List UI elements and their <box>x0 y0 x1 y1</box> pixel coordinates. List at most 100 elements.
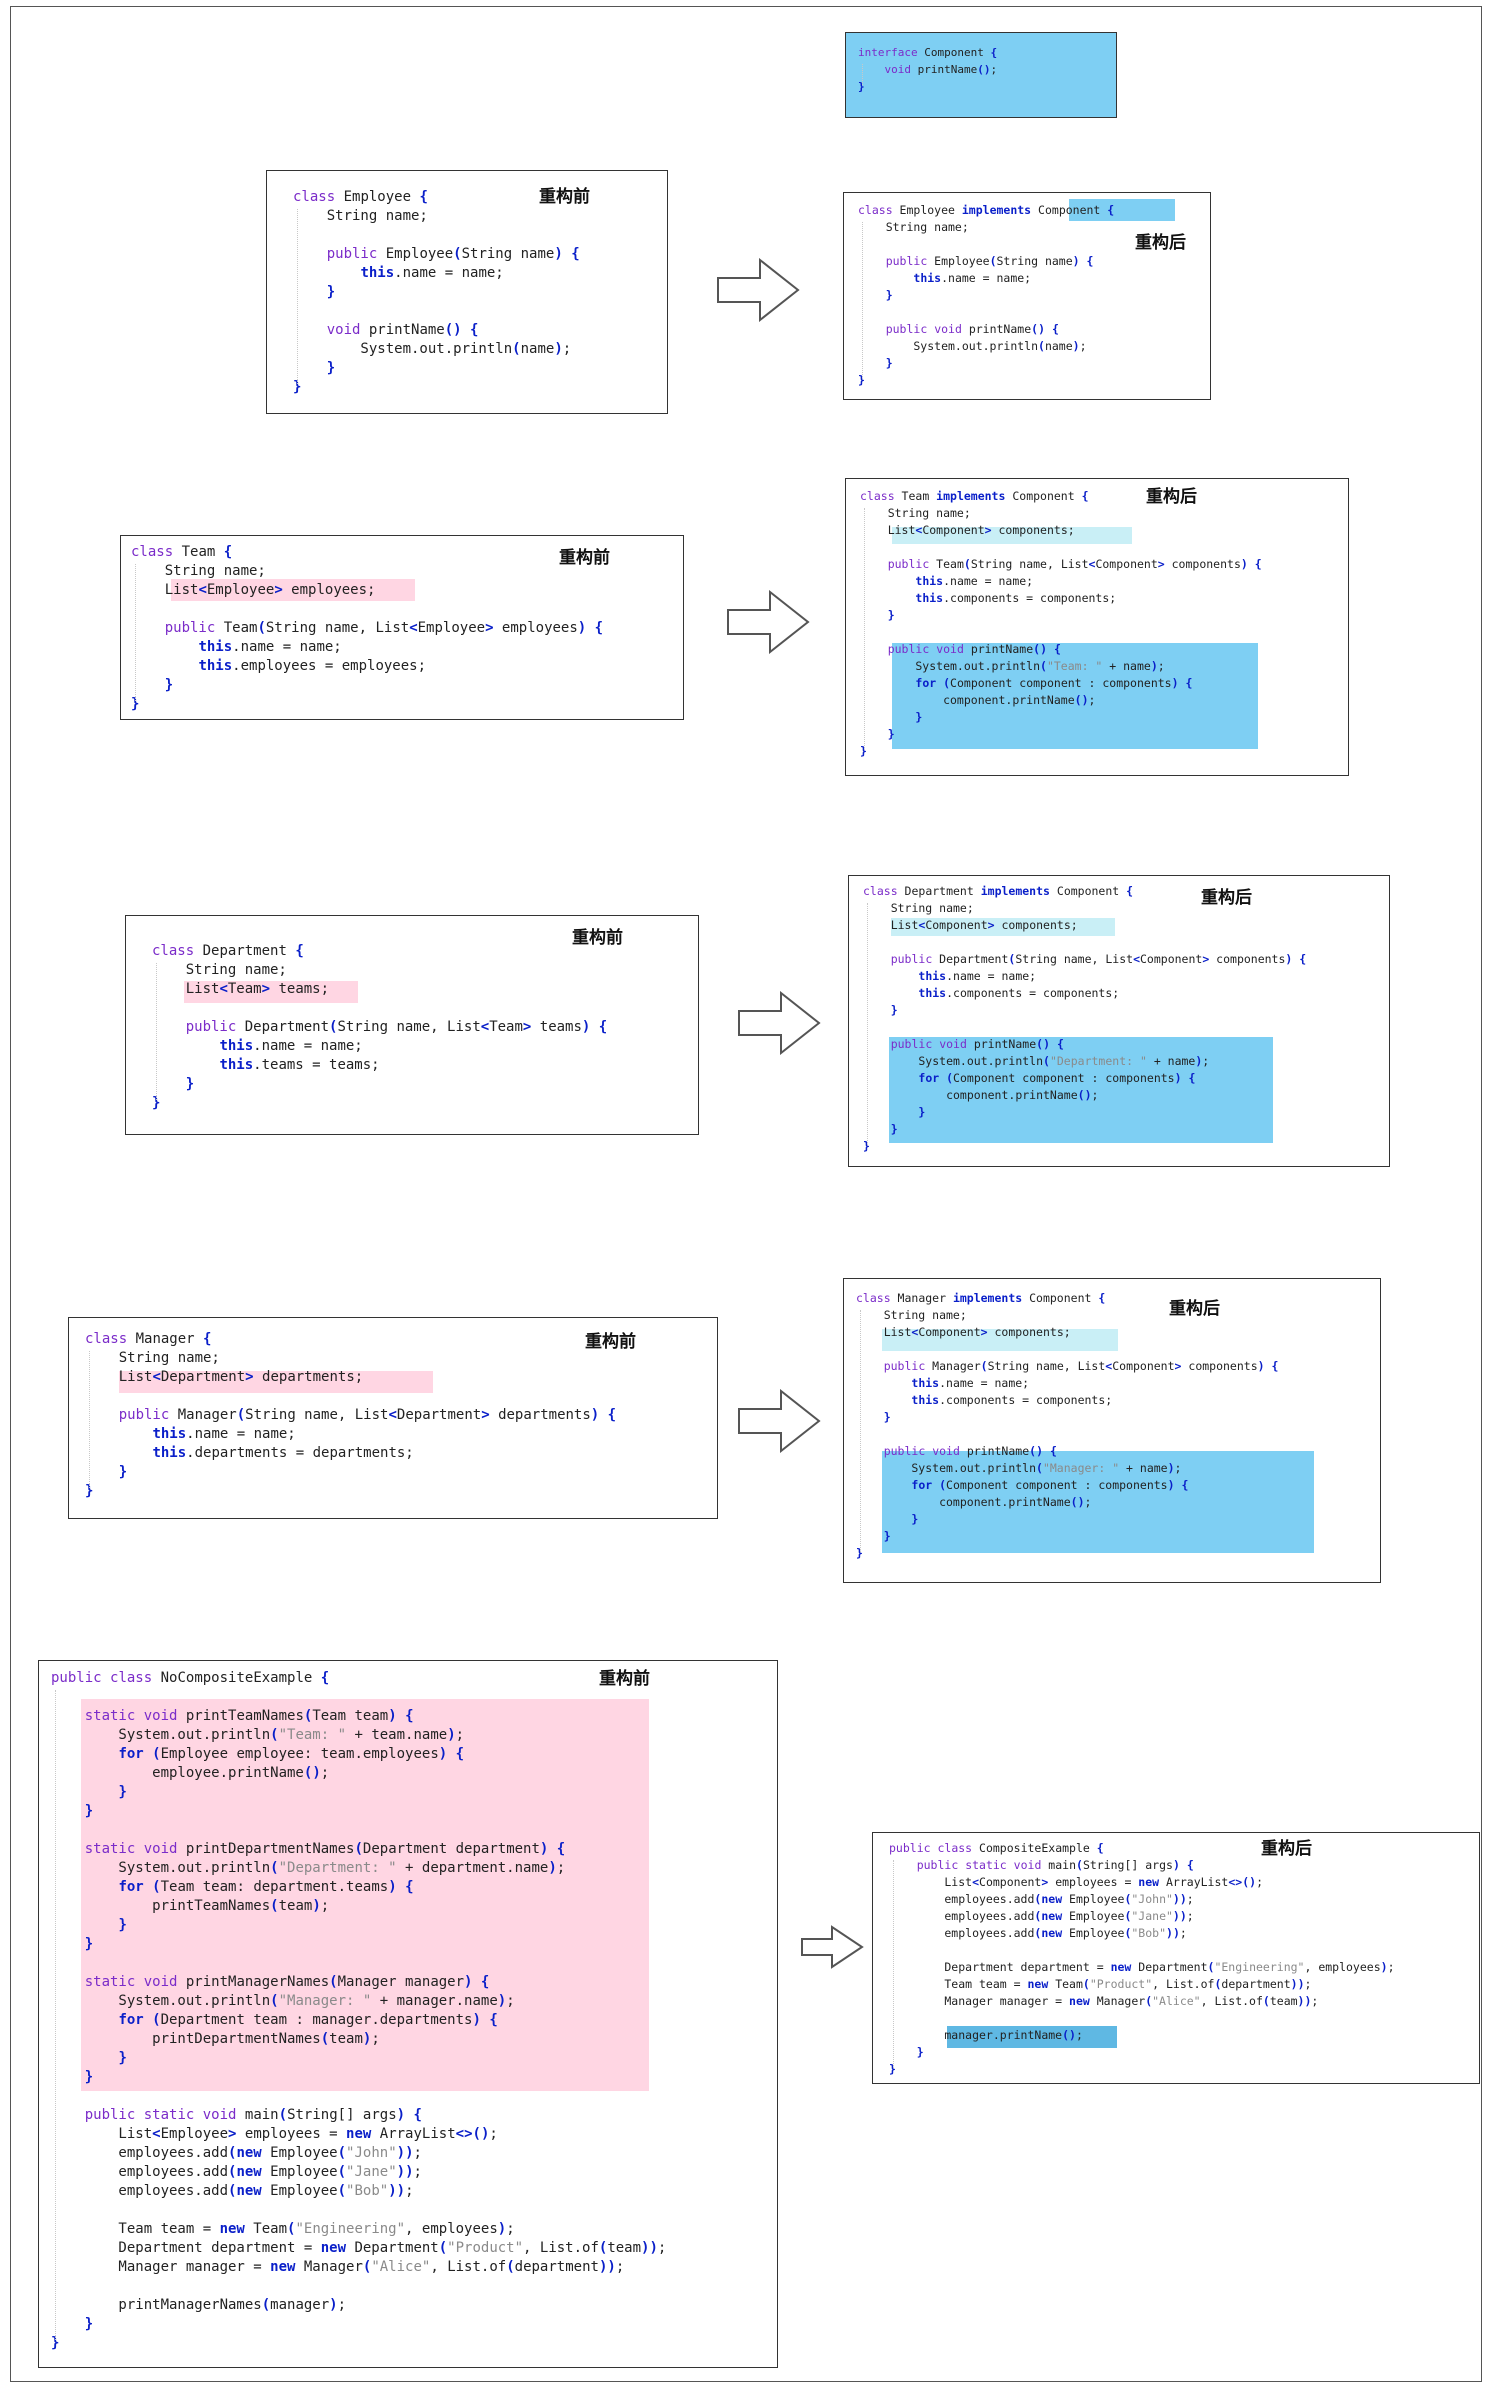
code-line: } <box>118 1464 128 1480</box>
added-field-highlight <box>891 918 1115 936</box>
code-line: String name; <box>152 962 287 978</box>
code-line: this.name = name; <box>913 271 1032 285</box>
indent-guide <box>893 1860 894 2068</box>
code-line: System.out.println("Department: " + name… <box>863 1054 1210 1068</box>
refactor-arrow-icon <box>727 590 810 654</box>
removed-field-highlight <box>119 1371 433 1393</box>
code-line: public void printName() { <box>885 322 1059 336</box>
code-line: List<Employee> employees; <box>131 582 376 598</box>
employee-after-box: class Employee implements Component { St… <box>843 192 1211 400</box>
code-line: class Department { <box>152 943 304 959</box>
code-line: class Employee { <box>293 189 428 205</box>
code-line: employee.printName(); <box>51 1765 330 1781</box>
code-line: public class NoCompositeExample { <box>51 1670 330 1686</box>
indent-guide <box>135 564 136 701</box>
composite-after-box: public class CompositeExample { public s… <box>872 1832 1480 2084</box>
code-line: static void printTeamNames(Team team) { <box>84 1708 414 1724</box>
code-line: } <box>84 2316 94 2332</box>
code-line: class Manager { <box>85 1331 212 1347</box>
refactor-arrow-icon <box>717 258 800 322</box>
indent-guide <box>862 64 863 85</box>
code-line: component.printName(); <box>856 1495 1092 1509</box>
code-line: } <box>889 2062 896 2076</box>
indent-guide <box>156 963 157 1100</box>
after-label: 重构后 <box>1169 1299 1220 1319</box>
code-line: for (Component component : components) { <box>911 1478 1189 1492</box>
code-line: employees.add(new Employee("John")); <box>889 1892 1194 1906</box>
code-line: public Department(String name, List<Comp… <box>890 952 1307 966</box>
before-label: 重构前 <box>539 187 590 207</box>
indent-guide <box>860 1310 861 1552</box>
code-line: } <box>885 288 893 302</box>
code-line: class Manager implements Component { <box>856 1291 1106 1305</box>
code-line: class Employee implements Component { <box>858 203 1115 217</box>
code-line: Team team = new Team("Product", List.of(… <box>889 1977 1312 1991</box>
employee-before-box: class Employee { String name; public Emp… <box>266 170 668 414</box>
added-field-highlight <box>882 1329 1118 1351</box>
before-label: 重构前 <box>599 1669 650 1689</box>
refactor-arrow-icon <box>801 1925 864 1969</box>
code-line: this.name = name; <box>152 1426 296 1442</box>
code-line: } <box>185 1076 195 1092</box>
refactor-arrow-icon <box>738 1389 821 1453</box>
code-line: this.name = name; <box>915 574 1034 588</box>
code-line: component.printName(); <box>863 1088 1099 1102</box>
code-line: employees.add(new Employee("Bob")); <box>51 2183 414 2199</box>
code-line: String name; <box>860 506 971 520</box>
code-line: List<Component> employees = new ArrayLis… <box>889 1875 1264 1889</box>
code-line: } <box>918 1105 926 1119</box>
indent-guide <box>867 903 868 1145</box>
code-line: } <box>118 1784 127 1800</box>
removed-field-highlight <box>171 579 415 601</box>
code-line: Department department = new Department("… <box>51 2240 667 2256</box>
code-line: } <box>51 2335 60 2351</box>
code-line: this.name = name; <box>219 1038 363 1054</box>
code-line: } <box>860 744 867 758</box>
code-line: } <box>856 1546 863 1560</box>
code-line: } <box>84 1936 94 1952</box>
code-line: Manager manager = new Manager("Alice", L… <box>889 1994 1319 2008</box>
code-line: printTeamNames(team); <box>51 1898 330 1914</box>
code-line: System.out.println("Manager: " + name); <box>856 1461 1182 1475</box>
code-line: String name; <box>131 563 266 579</box>
code-line: } <box>885 356 893 370</box>
code-line: public Team(String name, List<Component>… <box>887 557 1262 571</box>
code-line: String name; <box>863 901 974 915</box>
after-label: 重构后 <box>1201 888 1252 908</box>
code-line: this.name = name; <box>360 265 504 281</box>
code-line: employees.add(new Employee("John")); <box>51 2145 422 2161</box>
code-line: public static void main(String[] args) { <box>916 1858 1194 1872</box>
code-line: static void printDepartmentNames(Departm… <box>84 1841 566 1857</box>
code-line: System.out.println(name); <box>293 341 572 357</box>
code-line: component.printName(); <box>860 693 1096 707</box>
code-line: } <box>890 1122 898 1136</box>
code-line: for (Employee employee: team.employees) … <box>118 1746 465 1762</box>
manager-before-box: class Manager { String name; List<Depart… <box>68 1317 718 1519</box>
simplified-call-highlight <box>947 2026 1117 2048</box>
code-line: } <box>911 1512 919 1526</box>
code-line: } <box>84 2069 94 2085</box>
code-line: String name; <box>293 208 428 224</box>
code-line: this.components = components; <box>915 591 1117 605</box>
code-line: public class CompositeExample { <box>889 1841 1104 1855</box>
code-line: System.out.println("Team: " + name); <box>860 659 1165 673</box>
code-line: this.departments = departments; <box>152 1445 414 1461</box>
code-line: employees.add(new Employee("Jane")); <box>889 1909 1194 1923</box>
code-line: } <box>293 379 302 395</box>
code-line: System.out.println("Team: " + team.name)… <box>51 1727 465 1743</box>
code-line: } <box>85 1483 94 1499</box>
code-line: } <box>84 1803 94 1819</box>
code-line: System.out.println("Department: " + depa… <box>51 1860 566 1876</box>
department-before-box: class Department { String name; List<Tea… <box>125 915 699 1135</box>
code-line: public void printName() { <box>890 1037 1064 1051</box>
code-line: } <box>152 1095 161 1111</box>
code-line: interface Component { <box>858 46 998 59</box>
team-before-box: class Team { String name; List<Employee>… <box>120 535 684 720</box>
code-line: } <box>164 677 174 693</box>
code-line: } <box>915 710 923 724</box>
manager-after-box: class Manager implements Component { Str… <box>843 1278 1381 1583</box>
code-line: } <box>131 696 140 712</box>
code-line: List<Department> departments; <box>85 1369 364 1385</box>
code-line: public Department(String name, List<Team… <box>185 1019 608 1035</box>
code-line: this.teams = teams; <box>219 1057 380 1073</box>
